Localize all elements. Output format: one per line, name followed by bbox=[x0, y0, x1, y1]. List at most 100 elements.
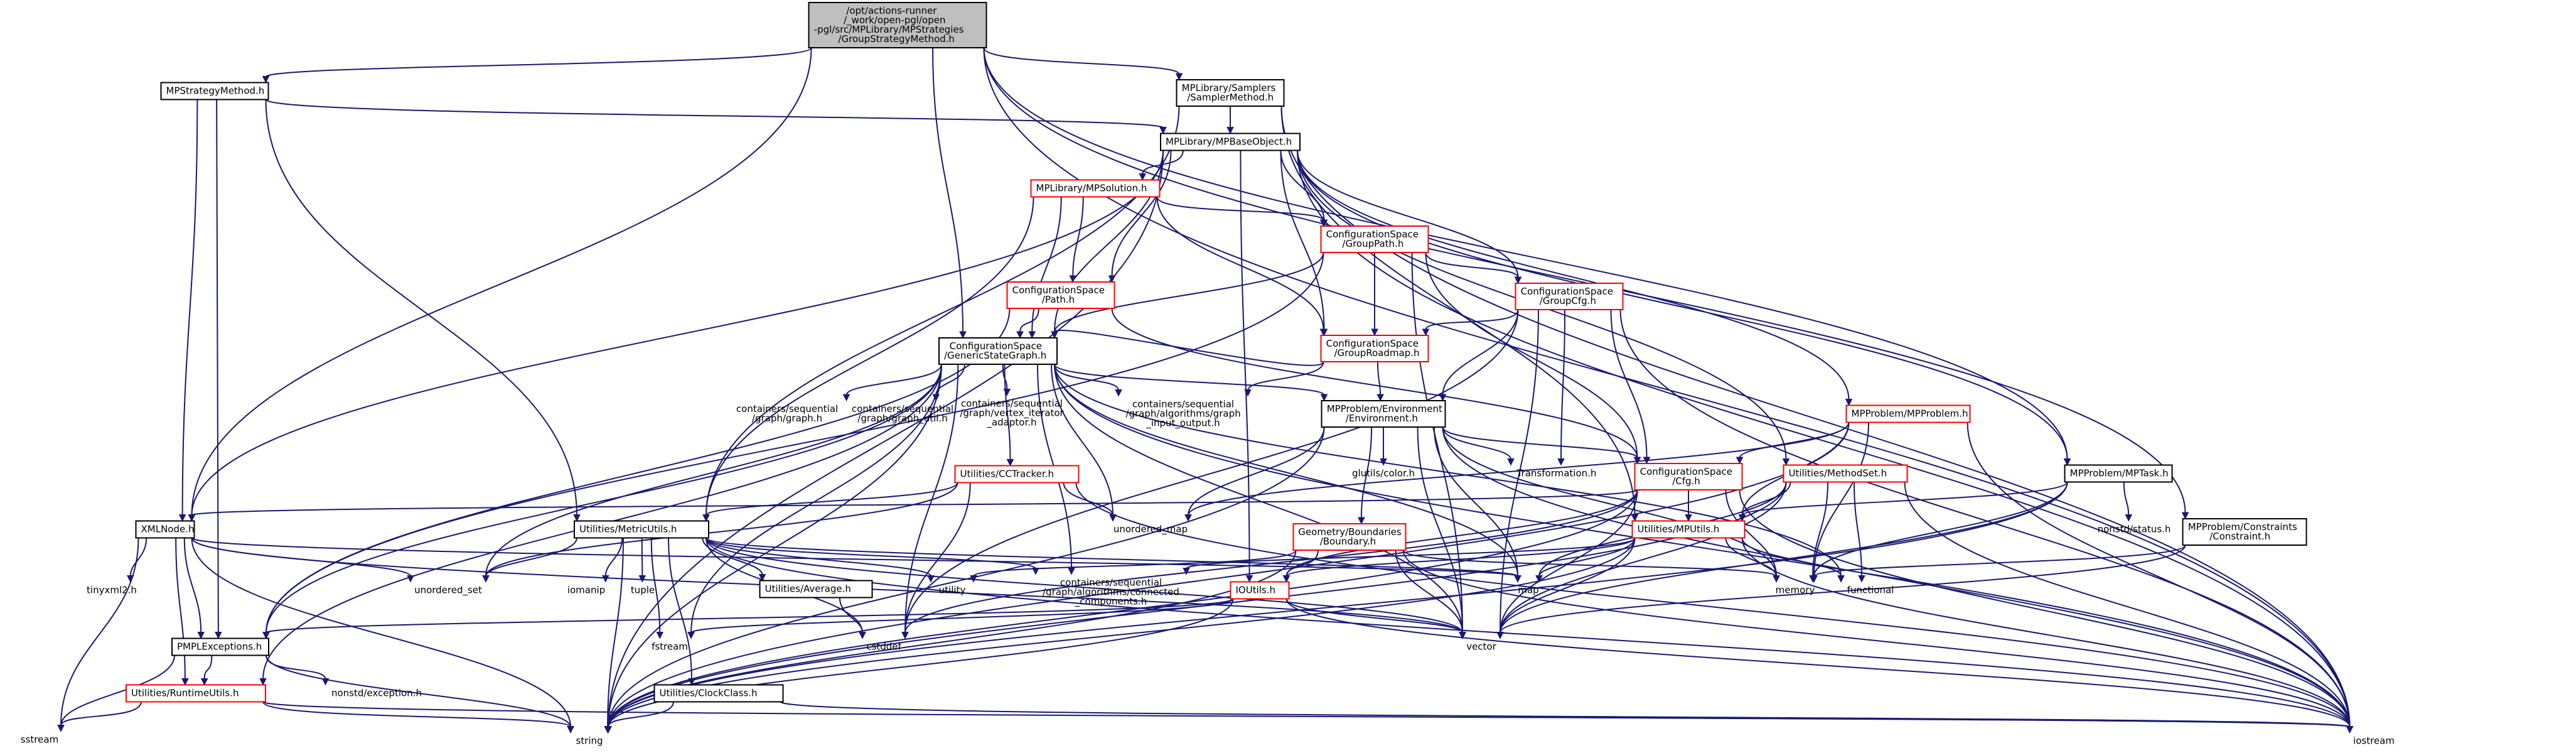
edge-line bbox=[183, 538, 202, 633]
edge-line bbox=[262, 702, 571, 728]
node-grouproadmap[interactable]: ConfigurationSpace/GroupRoadmap.h bbox=[1320, 335, 1429, 362]
edge-line bbox=[983, 47, 2186, 514]
node-label-line: vector bbox=[1466, 641, 1496, 653]
node-label: IOUtils.h bbox=[1236, 585, 1276, 596]
edge-arrowhead bbox=[1422, 328, 1430, 337]
node-label-line: Utilities/Average.h bbox=[765, 583, 851, 595]
edge-line bbox=[1054, 364, 1463, 633]
edge-average-to-cstddef bbox=[839, 597, 866, 639]
edge-samplermethod-to-mpbaseobject bbox=[1226, 106, 1234, 134]
node-label: MPStrategyMethod.h bbox=[166, 85, 265, 97]
edge-genericstategraph-to-unordered_set bbox=[482, 364, 942, 583]
node-label-line: functional bbox=[1847, 585, 1894, 596]
node-average[interactable]: Utilities/Average.h bbox=[759, 580, 873, 599]
edge-line bbox=[1417, 426, 1463, 633]
edge-mptask-to-mputils bbox=[1738, 481, 2068, 522]
node-mpsolution[interactable]: MPLibrary/MPSolution.h bbox=[1030, 179, 1161, 198]
edge-line bbox=[706, 538, 1036, 570]
edge-metricutils-to-map bbox=[706, 537, 1521, 583]
edge-line bbox=[1054, 364, 1325, 396]
node-box bbox=[653, 684, 784, 703]
edge-mpstrategymethod-to-xmlnode bbox=[178, 99, 198, 522]
edge-line bbox=[1813, 422, 1869, 577]
edge-arrowhead bbox=[1032, 568, 1039, 575]
node-box bbox=[1321, 400, 1446, 428]
node-samplermethod[interactable]: MPLibrary/Samplers/SamplerMethod.h bbox=[1176, 79, 1285, 107]
node-methodset[interactable]: Utilities/MethodSet.h bbox=[1783, 464, 1908, 483]
node-map: map bbox=[1518, 585, 1538, 596]
edge-line bbox=[1500, 309, 1539, 633]
edge-arrowhead bbox=[1139, 173, 1147, 181]
edge-line bbox=[1500, 538, 1636, 633]
edge-grouproadmap-to-environment bbox=[1377, 361, 1384, 402]
node-ioutils[interactable]: IOUtils.h bbox=[1230, 581, 1290, 600]
node-cfg[interactable]: ConfigurationSpace/Cfg.h bbox=[1634, 463, 1743, 490]
edge-cfg-to-xmlnode bbox=[188, 489, 1638, 522]
edge-line bbox=[1425, 309, 1519, 330]
edge-root-to-xmlnode bbox=[188, 47, 812, 522]
edge-xmlnode-to-runtimeutils bbox=[175, 538, 189, 686]
edge-line bbox=[1442, 426, 1511, 460]
node-label: cstddef bbox=[866, 641, 901, 653]
edge-arrowhead bbox=[1858, 575, 1865, 583]
node-grouppath[interactable]: ConfigurationSpace/GroupPath.h bbox=[1320, 225, 1429, 253]
node-clockclass[interactable]: Utilities/ClockClass.h bbox=[653, 684, 784, 703]
node-pmplexceptions[interactable]: PMPLExceptions.h bbox=[171, 637, 269, 656]
edge-arrowhead bbox=[573, 514, 581, 522]
node-label: MPProblem/Environment/Environment.h bbox=[1327, 403, 1442, 424]
edge-line bbox=[983, 47, 2068, 460]
node-mptask[interactable]: MPProblem/MPTask.h bbox=[2064, 464, 2173, 483]
node-label-line: Utilities/RuntimeUtils.h bbox=[131, 688, 239, 699]
node-label: Utilities/MethodSet.h bbox=[1789, 468, 1887, 479]
edge-groupcfg-to-cfg bbox=[1610, 309, 1651, 465]
node-label: glutils/color.h bbox=[1352, 468, 1415, 479]
edge-arrowhead bbox=[1507, 458, 1515, 466]
node-cctracker[interactable]: Utilities/CCTracker.h bbox=[954, 465, 1080, 484]
edge-line bbox=[1188, 422, 1850, 516]
node-label-line: MPLibrary/Samplers bbox=[1182, 82, 1276, 94]
node-constraint[interactable]: MPProblem/Constraints/Constraint.h bbox=[2182, 518, 2307, 546]
edge-line bbox=[904, 309, 1519, 633]
edge-xmlnode-to-string bbox=[191, 538, 574, 734]
edge-line bbox=[607, 538, 624, 727]
edge-line bbox=[485, 482, 958, 577]
node-mpstrategymethod[interactable]: MPStrategyMethod.h bbox=[160, 82, 269, 100]
edge-line bbox=[641, 538, 643, 577]
edge-mputils-to-ioutils bbox=[1282, 538, 1636, 583]
node-label-line: ConfigurationSpace bbox=[1326, 338, 1419, 349]
edge-line bbox=[1741, 538, 2351, 727]
edge-arrowhead bbox=[638, 575, 647, 583]
node-groupcfg[interactable]: ConfigurationSpace/GroupCfg.h bbox=[1515, 283, 1624, 310]
node-iomanip: iomanip bbox=[567, 585, 605, 596]
edge-arrowhead bbox=[1371, 328, 1378, 337]
edge-mpsolution-to-path bbox=[1069, 197, 1084, 283]
edge-line bbox=[1297, 150, 1850, 400]
node-label-line: memory bbox=[1776, 585, 1815, 596]
node-mpproblem[interactable]: MPProblem/MPProblem.h bbox=[1845, 404, 1971, 423]
node-label: containers/sequential/graph/vertex_itera… bbox=[960, 398, 1064, 429]
node-label: ConfigurationSpace/GenericStateGraph.h bbox=[944, 340, 1046, 361]
edge-arrowhead bbox=[2063, 458, 2071, 466]
edge-line bbox=[706, 538, 1463, 633]
node-boundary[interactable]: Geometry/Boundaries/Boundary.h bbox=[1292, 523, 1407, 551]
node-label-line: MPStrategyMethod.h bbox=[166, 85, 265, 97]
node-environment[interactable]: MPProblem/Environment/Environment.h bbox=[1321, 400, 1446, 428]
node-mpbaseobject[interactable]: MPLibrary/MPBaseObject.h bbox=[1160, 133, 1301, 151]
node-label-line: /Cfg.h bbox=[1672, 475, 1700, 487]
node-box bbox=[1515, 283, 1624, 310]
node-root[interactable]: /opt/actions-runner/_work/open-pgl/open-… bbox=[808, 2, 987, 48]
edge-line bbox=[1054, 252, 1324, 333]
node-label: MPLibrary/Samplers/SamplerMethod.h bbox=[1182, 82, 1276, 103]
edge-line bbox=[608, 702, 674, 727]
node-graph_input: containers/sequential/graph/algorithms/g… bbox=[1125, 399, 1240, 430]
node-mputils[interactable]: Utilities/MPUtils.h bbox=[1631, 520, 1746, 539]
node-metricutils[interactable]: Utilities/MetricUtils.h bbox=[574, 520, 709, 539]
edge-mpstrategymethod-to-metricutils bbox=[265, 99, 581, 522]
node-xmlnode[interactable]: XMLNode.h bbox=[135, 520, 195, 539]
node-path[interactable]: ConfigurationSpace/Path.h bbox=[1006, 281, 1115, 309]
node-runtimeutils[interactable]: Utilities/RuntimeUtils.h bbox=[126, 684, 266, 703]
edge-arrowhead bbox=[1175, 73, 1183, 81]
edge-arrowhead bbox=[197, 632, 205, 639]
node-genericstategraph[interactable]: ConfigurationSpace/GenericStateGraph.h bbox=[938, 337, 1058, 365]
edge-arrowhead bbox=[2125, 514, 2133, 522]
